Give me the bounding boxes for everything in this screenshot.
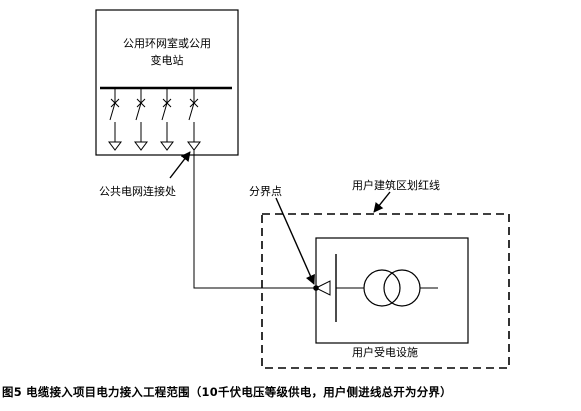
- demarcation-arrow: [275, 197, 315, 285]
- user-redline-boundary: [261, 213, 510, 369]
- redline-arrow: [373, 191, 391, 213]
- feeder-3: [160, 88, 174, 151]
- public-connection-label: 公共电网连接处: [99, 185, 176, 198]
- user-facility-label: 用户受电设施: [352, 346, 418, 359]
- feeder-4: [187, 88, 201, 151]
- substation-box: [95, 9, 239, 156]
- transformer-winding-2: [383, 269, 421, 307]
- substation-title-line1: 公用环网室或公用: [123, 37, 211, 50]
- demarcation-point-label: 分界点: [249, 185, 282, 198]
- substation-title-line2: 变电站: [150, 54, 184, 67]
- cable-line: [193, 150, 316, 289]
- public-connection-arrow: [169, 151, 191, 179]
- incoming-switch: [314, 280, 331, 296]
- user-facility-box: [315, 237, 469, 344]
- user-redline-label: 用户建筑区划红线: [352, 179, 440, 192]
- feeder-1: [108, 88, 122, 151]
- feeder-2: [134, 88, 148, 151]
- transformer-winding-1: [363, 269, 401, 307]
- figure-caption: 图5 电缆接入项目电力接入工程范围（10千伏电压等级供电，用户侧进线总开为分界）: [2, 385, 452, 399]
- power-access-diagram: [95, 9, 510, 369]
